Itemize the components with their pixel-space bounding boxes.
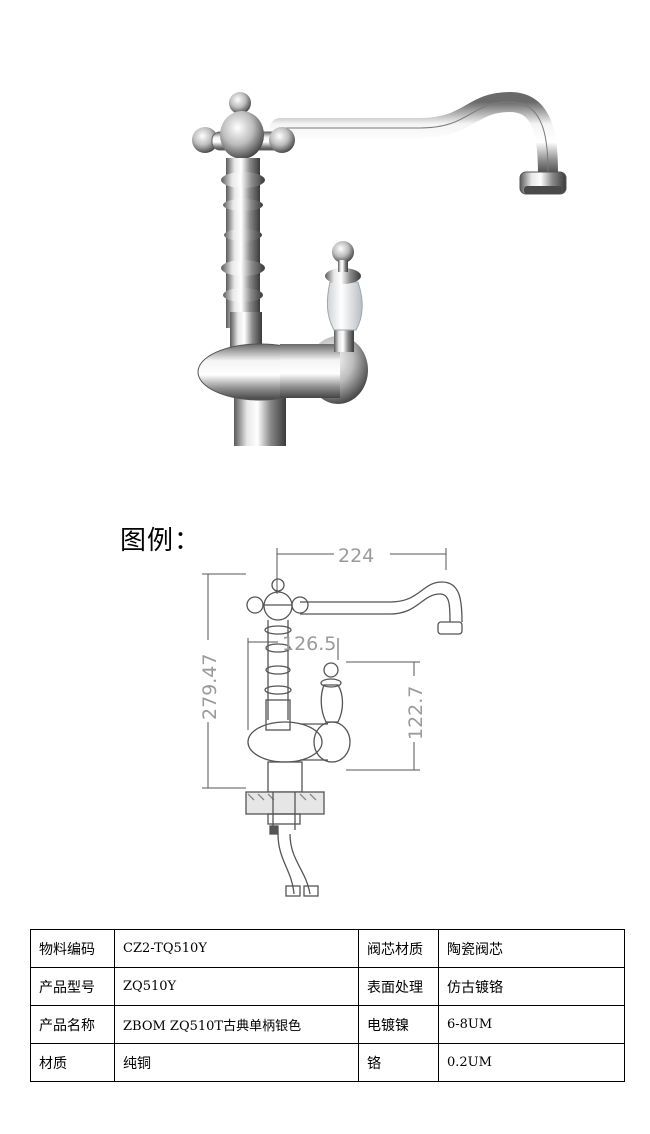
dim-width-total: 224 [338, 545, 374, 567]
dim-handle-height: 122.7 [405, 686, 427, 740]
spec-value: 6-8UM [438, 1005, 625, 1044]
spec-value: 0.2UM [438, 1043, 625, 1082]
spec-key: 电镀镍 [358, 1005, 439, 1044]
spec-key: 铬 [358, 1043, 439, 1082]
legend-title: 图例： [120, 526, 202, 556]
table-row: 产品型号 ZQ510Y 表面处理 仿古镀铬 [30, 967, 625, 1006]
spec-key: 阀芯材质 [358, 929, 439, 968]
spec-value: CZ2-TQ510Y [114, 929, 359, 968]
spec-value: 陶瓷阀芯 [438, 929, 625, 968]
faucet-photo [192, 91, 567, 446]
table-row: 材质 纯铜 铬 0.2UM [30, 1043, 625, 1082]
spec-key: 表面处理 [358, 967, 439, 1006]
spec-key: 产品型号 [30, 967, 115, 1006]
spec-key: 产品名称 [30, 1005, 115, 1044]
spec-key: 材质 [30, 1043, 115, 1082]
spec-value: 仿古镀铬 [438, 967, 625, 1006]
spec-value: ZBOM ZQ510T古典单柄银色 [114, 1005, 359, 1044]
dim-height-total: 279.47 [199, 654, 221, 720]
dim-spout-offset: 126.5 [282, 633, 336, 655]
spec-value: ZQ510Y [114, 967, 359, 1006]
spec-key: 物料编码 [30, 929, 115, 968]
technical-drawing: 224 279.47 126.5 122.7 [199, 545, 463, 897]
table-row: 产品名称 ZBOM ZQ510T古典单柄银色 电镀镍 6-8UM [30, 1005, 625, 1044]
table-row: 物料编码 CZ2-TQ510Y 阀芯材质 陶瓷阀芯 [30, 929, 625, 968]
spec-value: 纯铜 [114, 1043, 359, 1082]
spec-table: 物料编码 CZ2-TQ510Y 阀芯材质 陶瓷阀芯 产品型号 ZQ510Y 表面… [30, 929, 625, 1082]
